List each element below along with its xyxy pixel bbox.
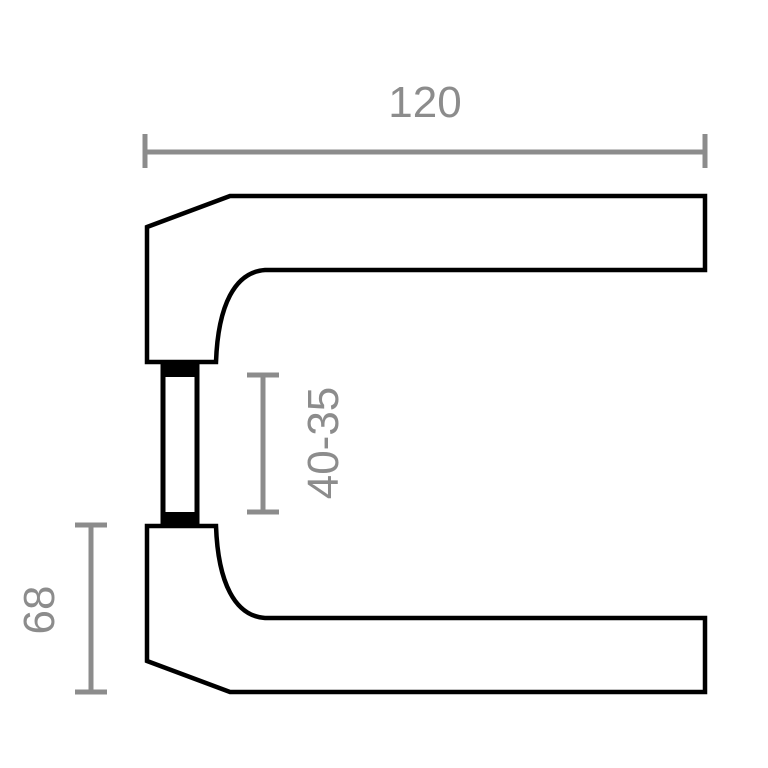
spindle-body [160, 362, 200, 528]
length-dimension-label: 120 [388, 78, 461, 127]
spindle-band-bottom [161, 512, 199, 526]
rosette-height-label: 68 [15, 586, 64, 635]
spindle-band-top [161, 363, 199, 377]
door-thickness-dimension: 40-35 [247, 372, 348, 515]
length-dimension: 120 [142, 78, 708, 168]
lower-lever [144, 523, 708, 695]
door-thickness-label: 40-35 [299, 387, 348, 500]
spindle-rosette [160, 362, 200, 528]
rosette-height-dimension: 68 [15, 522, 107, 695]
upper-lever [144, 193, 708, 365]
